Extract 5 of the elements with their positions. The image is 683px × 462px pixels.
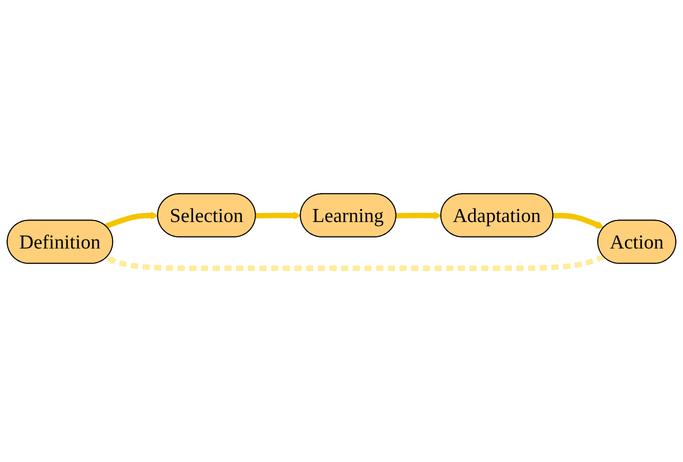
arrow (105, 212, 158, 229)
arrow (396, 212, 442, 220)
arrow (256, 212, 302, 220)
arrow (106, 254, 605, 271)
arrow (553, 212, 604, 229)
